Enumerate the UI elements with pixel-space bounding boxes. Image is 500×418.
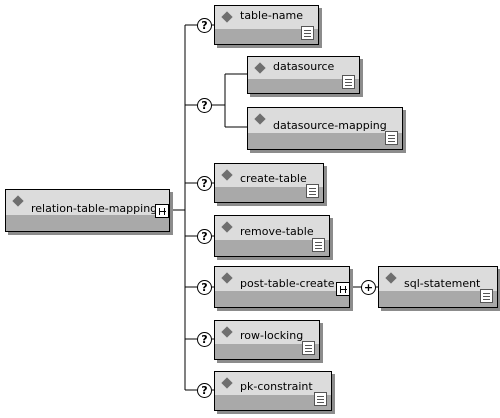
document-icon [480,289,493,303]
node-label: datasource-mapping [273,119,387,132]
optional-marker: ? [197,229,212,244]
optional-marker: ? [197,98,212,113]
document-icon [301,26,314,40]
node-label: datasource [273,60,335,73]
node-label: pk-constraint [240,380,313,393]
node-label: row-locking [240,329,304,342]
node-label: post-table-create [240,277,335,290]
node-remove-table[interactable]: remove-table [214,215,330,257]
document-icon [306,184,319,198]
node-create-table[interactable]: create-table [214,163,324,203]
optional-marker: ? [197,280,212,295]
node-row-locking[interactable]: row-locking [214,320,320,360]
document-icon [302,341,315,355]
optional-marker: ? [197,18,212,33]
node-label: sql-statement [404,277,481,290]
document-icon [314,392,327,406]
node-label: table-name [240,9,304,22]
node-label: remove-table [240,225,314,238]
node-sql-statement[interactable]: sql-statement [378,266,498,308]
optional-marker: ? [197,332,212,347]
node-datasource[interactable]: datasource [247,56,360,94]
node-label: create-table [240,172,307,185]
node-datasource-mapping[interactable]: datasource-mapping [247,107,403,150]
optional-marker: ? [197,383,212,398]
document-icon [385,131,398,145]
optional-marker: ? [197,176,212,191]
sequence-icon [336,282,350,296]
node-pk-constraint[interactable]: pk-constraint [214,371,332,411]
document-icon [312,238,325,252]
document-icon [342,75,355,89]
sequence-icon [155,204,169,218]
node-table-name[interactable]: table-name [214,5,319,45]
node-relation-table-mapping[interactable]: relation-table-mapping [5,189,170,232]
node-label: relation-table-mapping [31,202,158,215]
one-or-more-marker: + [361,280,376,295]
node-post-table-create[interactable]: post-table-create [214,266,350,308]
